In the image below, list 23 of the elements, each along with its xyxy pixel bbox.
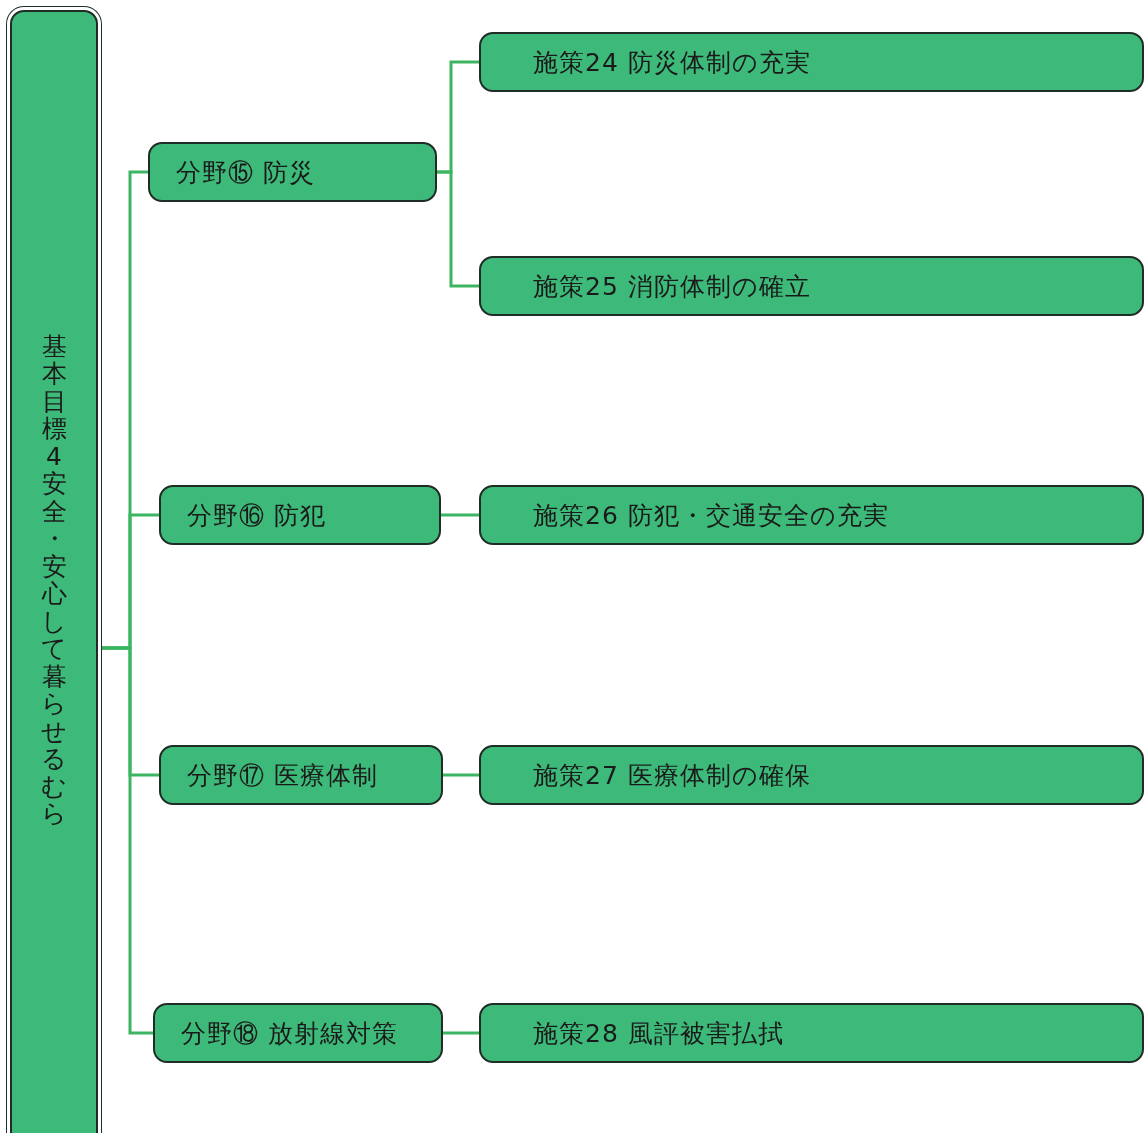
box-label: 施策26 防犯・交通安全の充実 [533, 499, 889, 532]
box-label: 分野⑮ 防災 [176, 156, 315, 189]
measure-box [479, 32, 1144, 92]
box-label: 施策27 医療体制の確保 [533, 759, 811, 792]
connector-line [443, 773, 479, 777]
field-box [159, 485, 441, 545]
box-label: 施策28 風評被害払拭 [533, 1017, 784, 1050]
measure-box [479, 485, 1144, 545]
connector-line [441, 513, 479, 517]
field-box [148, 142, 437, 202]
field-box [153, 1003, 443, 1063]
box-label: 施策24 防災体制の充実 [533, 46, 811, 79]
box-label: 施策25 消防体制の確立 [533, 270, 811, 303]
box-label: 分野⑱ 放射線対策 [181, 1017, 398, 1050]
box-label: 分野⑰ 医療体制 [187, 759, 378, 792]
connector-line [437, 170, 479, 288]
measure-box [479, 1003, 1144, 1063]
connector-line [443, 1031, 479, 1035]
measure-box [479, 745, 1144, 805]
goal-label: 基本目標4 安全・安心して暮らせるむら [40, 332, 68, 828]
measure-box [479, 256, 1144, 316]
box-label: 分野⑯ 防犯 [187, 499, 326, 532]
field-box [159, 745, 443, 805]
